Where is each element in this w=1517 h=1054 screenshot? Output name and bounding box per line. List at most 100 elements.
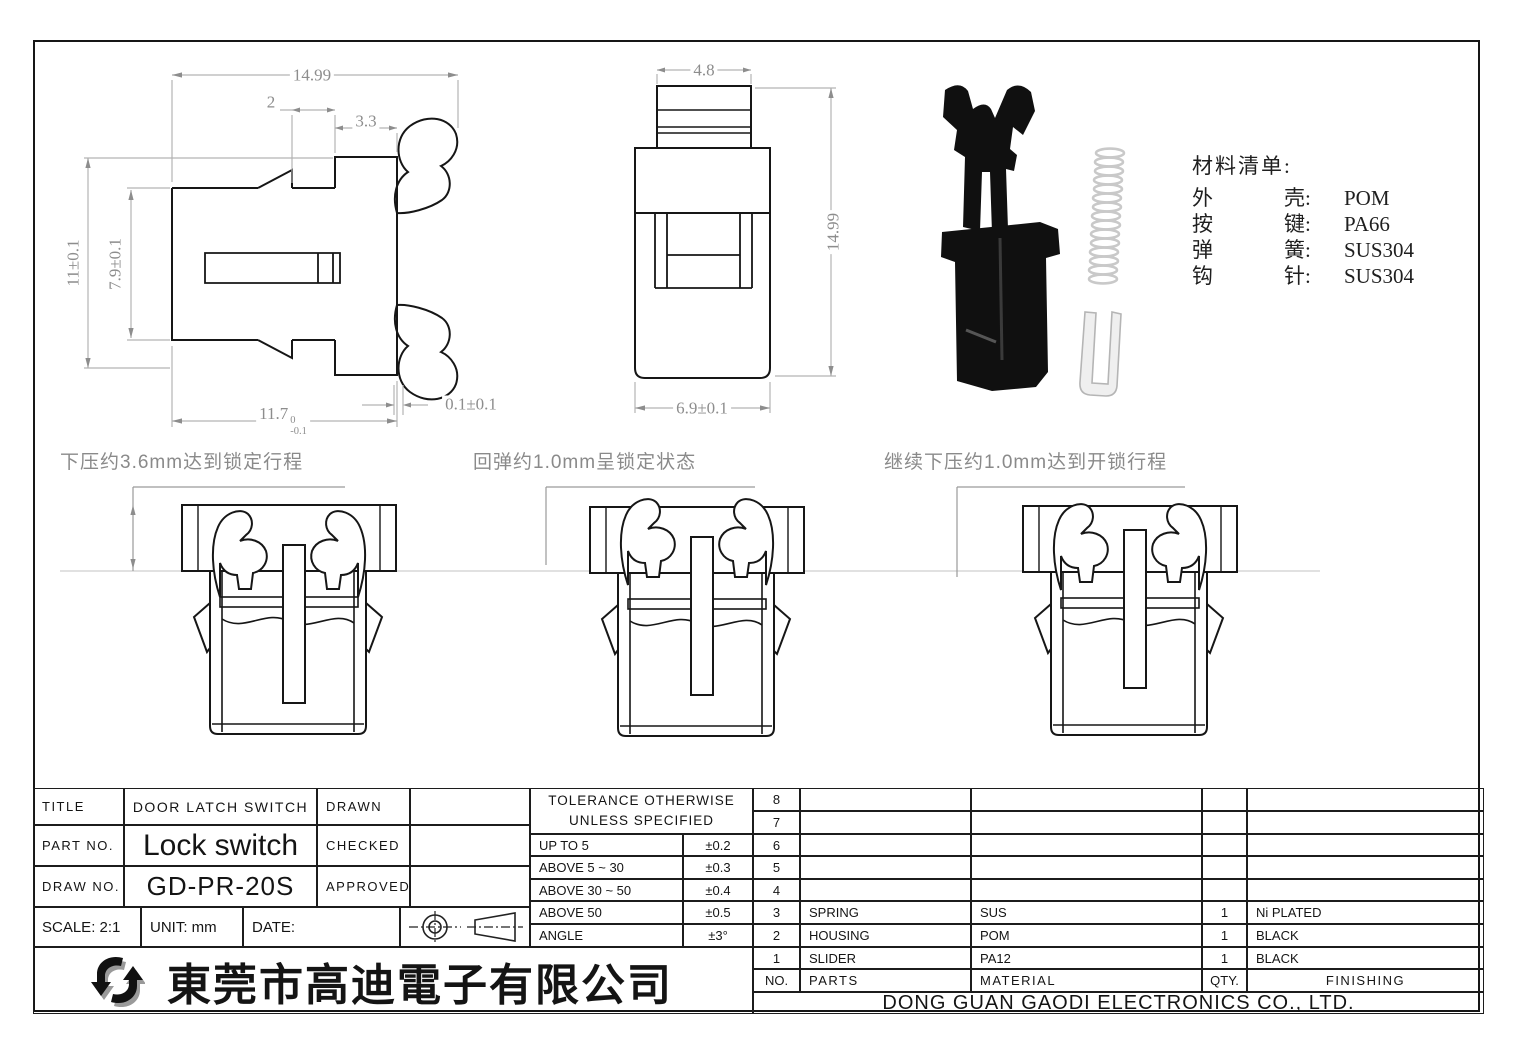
- parts-row-no: 6: [753, 834, 800, 856]
- material-row: 钩 针: SUS304: [1192, 263, 1414, 289]
- third-angle-projection-icon: [409, 911, 523, 943]
- parts-row-material: [971, 788, 1202, 811]
- material-row: 外 壳: POM: [1192, 185, 1414, 211]
- title-value: DOOR LATCH SWITCH: [124, 788, 317, 825]
- material-list-title: 材料清单:: [1192, 154, 1292, 178]
- hook-pin-3d-image: [1079, 311, 1122, 397]
- material-value: SUS304: [1344, 264, 1415, 288]
- front-view-bottom-hook: [393, 303, 459, 401]
- stroke-arrows: [130, 505, 136, 569]
- part-no-value: Lock switch: [124, 825, 317, 866]
- parts-row-qty: [1202, 811, 1247, 834]
- parts-row-no: 4: [753, 879, 800, 901]
- company-name-cn-row: 東莞市高迪電子有限公司: [33, 947, 753, 1014]
- annotation-step-2: 回弹约1.0mm呈锁定状态: [473, 452, 697, 473]
- cross-section-view-2: [589, 498, 805, 737]
- annotation-leaders: [132, 486, 1185, 577]
- tolerance-value: ±0.4: [683, 879, 753, 901]
- tolerance-range: ABOVE 5 ~ 30: [530, 856, 683, 879]
- side-view-button: [656, 85, 752, 149]
- material-part2: 针:: [1284, 264, 1311, 288]
- parts-header-qty: QTY.: [1202, 969, 1247, 992]
- front-view-top-hook: [393, 117, 459, 215]
- side-view-dim-arrows: [635, 67, 834, 411]
- parts-3d-images: [941, 85, 1126, 397]
- dim-side-button-width: 4.8: [690, 61, 718, 79]
- parts-row-qty: 1: [1202, 924, 1247, 947]
- drawn-label: DRAWN: [317, 788, 410, 825]
- dim-front-tab: 2: [263, 93, 279, 111]
- parts-row-material: POM: [971, 924, 1202, 947]
- parts-row-no: 5: [753, 856, 800, 879]
- drawn-value-empty: [410, 788, 530, 825]
- parts-row-material: [971, 856, 1202, 879]
- parts-row-finishing: [1247, 811, 1484, 834]
- front-view-dimensions: [84, 74, 459, 427]
- annotation-step-1: 下压约3.6mm达到锁定行程: [60, 452, 304, 473]
- material-part2: 簧:: [1284, 238, 1311, 262]
- tolerance-range: ANGLE: [530, 924, 683, 947]
- parts-row-material: SUS: [971, 901, 1202, 924]
- checked-label: CHECKED: [317, 825, 410, 866]
- parts-row-no: 7: [753, 811, 800, 834]
- tolerance-header-line1: TOLERANCE OTHERWISE: [548, 792, 735, 808]
- parts-row-parts: [800, 856, 971, 879]
- material-value: POM: [1344, 186, 1390, 210]
- draw-no-value: GD-PR-20S: [124, 866, 317, 907]
- dim-front-gap: 0.1±0.1: [442, 395, 500, 413]
- parts-row-finishing: [1247, 788, 1484, 811]
- parts-row-material: [971, 879, 1202, 901]
- parts-row-parts: [800, 879, 971, 901]
- parts-row-parts: SLIDER: [800, 947, 971, 969]
- dim-front-total-width: 14.99: [289, 66, 335, 84]
- checked-value-empty: [410, 825, 530, 866]
- spring-3d-image: [1087, 147, 1126, 285]
- company-name-cn: 東莞市高迪電子有限公司: [167, 960, 673, 1010]
- tolerance-header: TOLERANCE OTHERWISE UNLESS SPECIFIED: [530, 788, 753, 834]
- front-view: [171, 117, 459, 401]
- dim-side-body-width: 6.9±0.1: [673, 399, 731, 417]
- material-part2: 键:: [1284, 212, 1311, 236]
- parts-header-finishing: FINISHING: [1247, 969, 1484, 992]
- date-cell: DATE:: [243, 907, 400, 947]
- parts-header-no: NO.: [753, 969, 800, 992]
- dim-tol-upper: 0: [290, 414, 296, 426]
- part-no-label: PART NO.: [33, 825, 124, 866]
- material-value: SUS304: [1344, 238, 1415, 262]
- parts-row-material: [971, 811, 1202, 834]
- parts-row-material: [971, 834, 1202, 856]
- draw-no-label: DRAW NO.: [33, 866, 124, 907]
- parts-row-parts: SPRING: [800, 901, 971, 924]
- approved-label: APPROVED: [317, 866, 410, 907]
- parts-row-qty: [1202, 788, 1247, 811]
- parts-row-qty: [1202, 879, 1247, 901]
- material-list: 材料清单: 外 壳: POM 按 键: PA66 弹 簧: SUS304 钩 针…: [1192, 150, 1414, 289]
- company-logo-icon: [91, 956, 145, 1007]
- tolerance-range: ABOVE 50: [530, 901, 683, 924]
- company-name-en: DONG GUAN GAODI ELECTRONICS CO., LTD.: [753, 992, 1484, 1014]
- parts-row-qty: [1202, 856, 1247, 879]
- parts-row-qty: [1202, 834, 1247, 856]
- parts-row-finishing: [1247, 856, 1484, 879]
- parts-row-finishing: Ni PLATED: [1247, 901, 1484, 924]
- side-view: [634, 85, 771, 379]
- front-view-slot: [204, 252, 341, 284]
- parts-row-qty: 1: [1202, 901, 1247, 924]
- tolerance-header-line2: UNLESS SPECIFIED: [568, 813, 715, 828]
- material-part: 钩: [1192, 264, 1213, 288]
- parts-row-finishing: [1247, 834, 1484, 856]
- parts-row-finishing: BLACK: [1247, 924, 1484, 947]
- parts-row-qty: 1: [1202, 947, 1247, 969]
- parts-row-no: 1: [753, 947, 800, 969]
- parts-row-no: 3: [753, 901, 800, 924]
- material-part: 弹: [1192, 238, 1213, 262]
- tolerance-value: ±3°: [683, 924, 753, 947]
- annotation-step-3: 继续下压约1.0mm达到开锁行程: [884, 452, 1168, 473]
- material-row: 弹 簧: SUS304: [1192, 237, 1414, 263]
- tolerance-range: UP TO 5: [530, 834, 683, 856]
- parts-row-finishing: [1247, 879, 1484, 901]
- dim-front-block: 3.3: [352, 112, 380, 130]
